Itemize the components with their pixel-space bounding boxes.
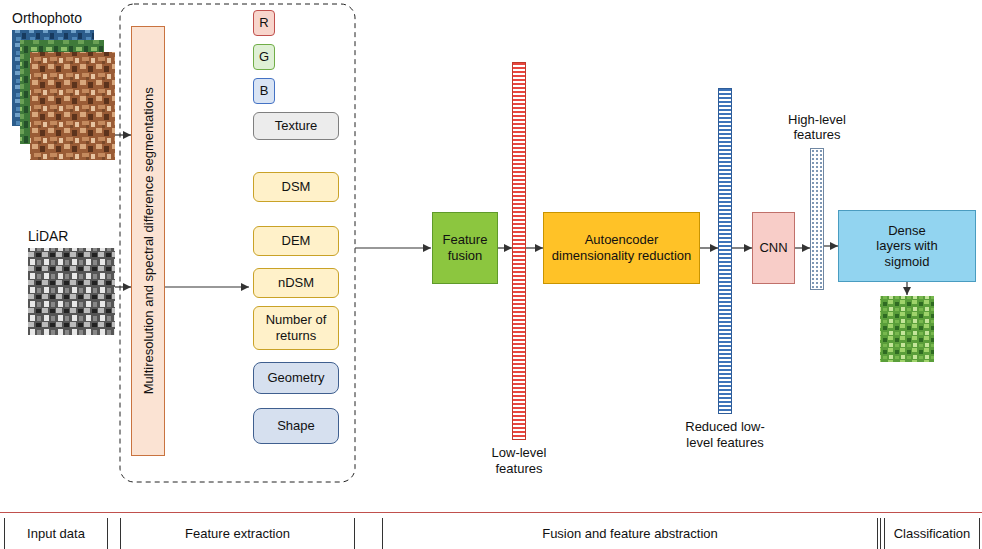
process-box: Autoencoder dimensionality reduction	[543, 212, 700, 284]
input-image: Orthophoto	[12, 30, 115, 160]
separator-line	[0, 512, 982, 513]
box-label: G	[259, 49, 269, 65]
classification-map	[880, 296, 934, 362]
feature-extraction-group	[120, 4, 355, 482]
arrow	[165, 286, 249, 287]
flow-arrow	[526, 247, 543, 248]
orthophoto-image	[12, 30, 115, 160]
label-holder: Low-level features	[474, 445, 564, 476]
feature-box: B	[253, 78, 275, 104]
feature-box: DSM	[253, 172, 339, 202]
flow-arrow	[498, 247, 512, 248]
flow-arrow	[115, 286, 131, 287]
stage-label: Classification	[884, 518, 980, 549]
stage-label: Input data	[4, 518, 108, 549]
box-label: Number of returns	[258, 312, 334, 343]
feature-box: Number of returns	[253, 306, 339, 350]
box-label: Shape	[277, 418, 315, 434]
process-box: Feature fusion	[432, 212, 498, 284]
lidar-image	[28, 248, 115, 335]
caption-label: Orthophoto	[12, 10, 82, 27]
label-holder: High-level features	[772, 112, 862, 143]
flow-arrow	[732, 247, 752, 248]
stage-label: Feature extraction	[120, 518, 355, 549]
box-label: R	[259, 15, 268, 31]
box-label: Feature fusion	[437, 232, 493, 263]
flow-arrow	[795, 247, 810, 248]
box-label: Classification	[894, 526, 971, 542]
caption-label: Low-level features	[474, 445, 564, 476]
box-label: Fusion and feature abstraction	[542, 526, 718, 542]
feature-box: Shape	[253, 408, 339, 444]
flow-arrow	[824, 245, 838, 246]
label-holder: Reduced low-level features	[680, 419, 770, 450]
feature-vector: High-level features	[810, 148, 824, 290]
feature-box: Geometry	[253, 362, 339, 394]
process-box: Dense layers with sigmoid	[838, 210, 976, 282]
feature-vector: Low-level features	[512, 62, 526, 440]
box-label: DEM	[282, 233, 311, 249]
red-band-layer	[30, 52, 115, 160]
box-label: Texture	[275, 118, 318, 134]
box-label: Feature extraction	[185, 526, 290, 542]
arrow	[355, 247, 431, 248]
flow-arrow	[115, 134, 131, 135]
box-label: Geometry	[267, 370, 324, 386]
feature-vector: Reduced low-level features	[718, 88, 732, 414]
box-label: DSM	[282, 179, 311, 195]
feature-box: R	[253, 10, 275, 36]
caption-label: Reduced low-level features	[680, 419, 770, 450]
box-label: Dense layers with sigmoid	[871, 223, 943, 270]
caption-label: High-level features	[772, 112, 862, 143]
feature-box: nDSM	[253, 268, 339, 298]
feature-box: G	[253, 44, 275, 70]
caption-label: LiDAR	[28, 228, 68, 245]
process-box: CNN	[752, 212, 795, 284]
box-label: CNN	[759, 240, 787, 256]
label-holder: Orthophoto	[12, 10, 82, 27]
box-label: Autoencoder dimensionality reduction	[548, 232, 695, 263]
label-holder: LiDAR	[28, 228, 68, 245]
flow-arrow	[700, 247, 718, 248]
stage-label: Fusion and feature abstraction	[382, 518, 878, 549]
box-label: B	[260, 83, 269, 99]
arrow	[906, 282, 907, 295]
box-label: Multiresolution and spectral difference …	[140, 88, 156, 395]
input-image: LiDAR	[28, 248, 115, 335]
box-label: Input data	[27, 526, 85, 542]
box-label: nDSM	[278, 275, 314, 291]
feature-box: DEM	[253, 226, 339, 256]
feature-box: Texture	[253, 112, 339, 140]
separator-line	[880, 518, 881, 549]
segmentation-box: Multiresolution and spectral difference …	[131, 26, 165, 456]
